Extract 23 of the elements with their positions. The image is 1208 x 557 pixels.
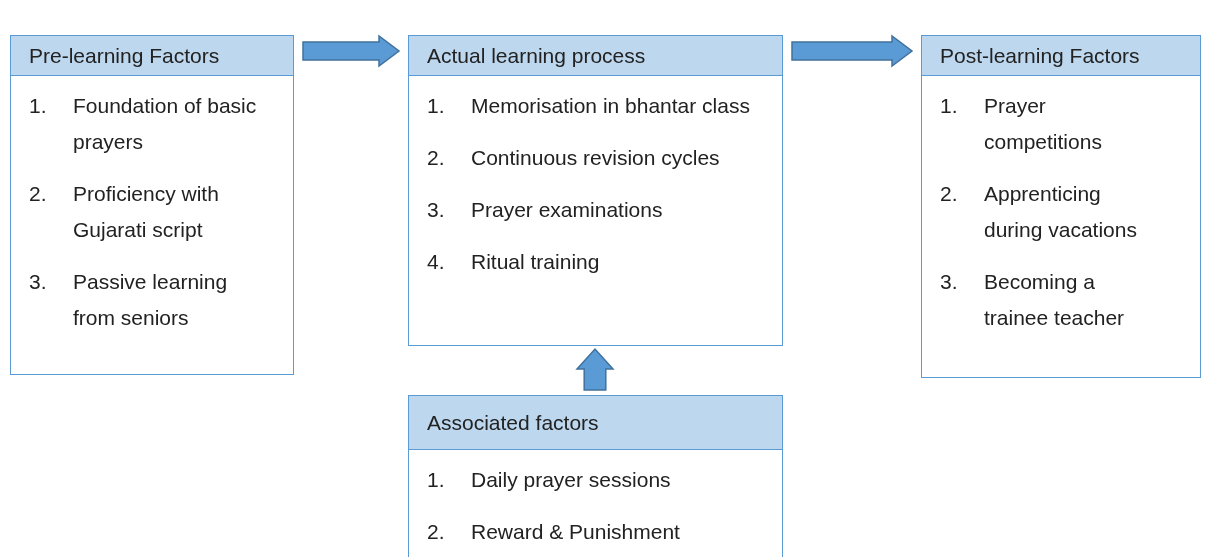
process-box bbox=[921, 35, 1201, 378]
list-item: 2. Continuous revision cycles bbox=[427, 145, 721, 171]
list-item: 1. Daily prayer sessions bbox=[427, 467, 672, 493]
box-heading: Associated factors bbox=[427, 410, 599, 435]
list-item: 2. Proficiency with Gujarati script bbox=[29, 181, 220, 243]
block-arrow bbox=[302, 34, 401, 68]
block-arrow bbox=[575, 347, 615, 391]
list-item: 3. Passive learning from seniors bbox=[29, 269, 229, 331]
process-box bbox=[10, 35, 294, 375]
box-heading: Pre-learning Factors bbox=[29, 43, 220, 68]
list-item: 1. Prayer competitions bbox=[940, 93, 1103, 155]
list-item: 1. Memorisation in bhantar class bbox=[427, 93, 751, 119]
box-heading: Post-learning Factors bbox=[940, 43, 1140, 68]
list-item: 3. Becoming a trainee teacher bbox=[940, 269, 1126, 331]
box-heading: Actual learning process bbox=[427, 43, 646, 68]
list-item: 2. Reward & Punishment bbox=[427, 519, 681, 545]
process-box bbox=[408, 35, 783, 346]
process-box bbox=[408, 395, 783, 557]
block-arrow bbox=[791, 34, 914, 68]
list-item: 3. Prayer examinations bbox=[427, 197, 664, 223]
list-item: 1. Foundation of basic prayers bbox=[29, 93, 258, 155]
list-item: 4. Ritual training bbox=[427, 249, 601, 275]
list-item: 2. Apprenticing during vacations bbox=[940, 181, 1138, 243]
